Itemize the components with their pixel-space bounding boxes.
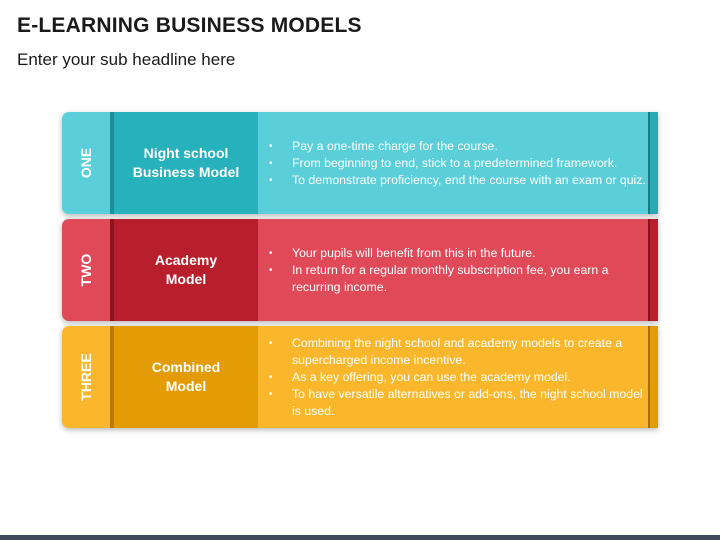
bullet-item: As a key offering, you can use the acade… [269, 369, 648, 386]
row-edge [648, 219, 658, 321]
row-model-name: Combined Model [151, 359, 221, 394]
model-row-one: ONE Night school Business Model Pay a on… [62, 112, 658, 214]
row-model-box: Night school Business Model [114, 112, 258, 214]
bullet-item: Pay a one-time charge for the course. [269, 138, 646, 155]
row-fold [110, 326, 114, 428]
row-model-name: Night school Business Model [132, 145, 240, 180]
page-subtitle: Enter your sub headline here [17, 50, 236, 69]
bullet-list: Your pupils will benefit from this in th… [258, 245, 648, 296]
row-tab: ONE [62, 112, 110, 214]
row-tab: THREE [62, 326, 110, 428]
row-description: Combining the night school and academy m… [258, 326, 648, 428]
bullet-list: Pay a one-time charge for the course. Fr… [258, 138, 646, 189]
page-title: E-LEARNING BUSINESS MODELS [17, 14, 362, 37]
row-edge [648, 326, 658, 428]
model-row-two: TWO Academy Model Your pupils will benef… [62, 219, 658, 321]
footer-bar [0, 535, 720, 540]
row-tab-label: ONE [78, 147, 94, 179]
bullet-item: In return for a regular monthly subscrip… [269, 262, 648, 296]
row-description: Pay a one-time charge for the course. Fr… [258, 112, 648, 214]
row-description: Your pupils will benefit from this in th… [258, 219, 648, 321]
row-model-name: Academy Model [154, 252, 218, 287]
row-tab: TWO [62, 219, 110, 321]
row-tab-label: THREE [78, 353, 94, 401]
row-model-box: Academy Model [114, 219, 258, 321]
row-fold [110, 112, 114, 214]
row-model-box: Combined Model [114, 326, 258, 428]
bullet-item: Combining the night school and academy m… [269, 335, 648, 369]
bullet-item: Your pupils will benefit from this in th… [269, 245, 648, 262]
model-row-three: THREE Combined Model Combining the night… [62, 326, 658, 428]
row-tab-label: TWO [78, 253, 94, 287]
row-edge [648, 112, 658, 214]
bullet-list: Combining the night school and academy m… [258, 335, 648, 420]
bullet-item: To have versatile alternatives or add-on… [269, 386, 648, 420]
row-fold [110, 219, 114, 321]
bullet-item: From beginning to end, stick to a predet… [269, 155, 646, 172]
bullet-item: To demonstrate proficiency, end the cour… [269, 172, 646, 189]
